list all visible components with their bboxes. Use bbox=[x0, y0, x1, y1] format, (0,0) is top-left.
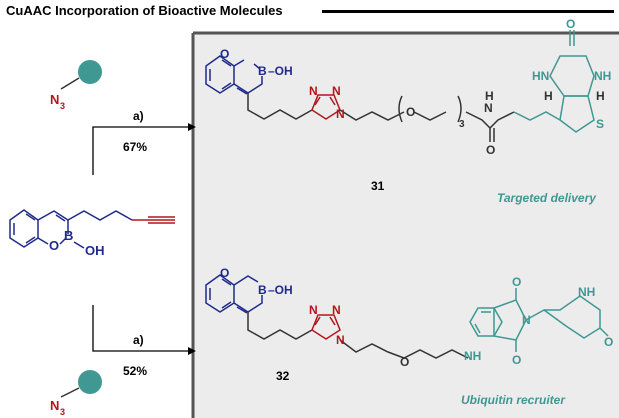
azide-reagent-top: N 3 bbox=[50, 60, 102, 111]
p32-imide-n: N bbox=[522, 313, 531, 327]
condition-top: a) bbox=[133, 109, 144, 123]
sm-o-label: O bbox=[49, 238, 59, 253]
p31-biotin-hn: HN bbox=[532, 69, 549, 83]
p32-nh: NH bbox=[464, 349, 481, 363]
p32-triazole-n1: N bbox=[309, 303, 318, 317]
product-32-structure bbox=[205, 274, 609, 359]
p31-triazole-n3: N bbox=[336, 107, 345, 121]
p31-biotin-h1: H bbox=[544, 89, 553, 103]
azide-reagent-bottom: N 3 bbox=[50, 370, 102, 417]
p32-triazole-n2: N bbox=[332, 303, 341, 317]
p31-boron-oh: –OH bbox=[268, 64, 293, 78]
yield-bottom: 52% bbox=[123, 364, 147, 378]
caption-targeted-delivery: Targeted delivery bbox=[497, 191, 597, 205]
p31-triazole-n1: N bbox=[309, 84, 318, 98]
p31-ring-o: O bbox=[220, 47, 229, 61]
p32-ring-o: O bbox=[220, 266, 229, 280]
alkyne-boracycle bbox=[9, 209, 175, 249]
product-31-structure bbox=[205, 30, 595, 142]
p32-boron-oh: –OH bbox=[268, 283, 293, 297]
p31-peg-repeat: 3 bbox=[459, 119, 465, 130]
p31-boron: B bbox=[258, 64, 267, 78]
p31-biotin-o: O bbox=[566, 17, 575, 31]
p31-biotin-s: S bbox=[596, 117, 604, 131]
product-panel bbox=[193, 33, 619, 418]
condition-bottom: a) bbox=[133, 333, 144, 347]
p31-peg-o: O bbox=[406, 105, 415, 119]
compound-31-label: 31 bbox=[371, 179, 385, 193]
compound-32-label: 32 bbox=[276, 369, 290, 383]
p31-biotin-h2: H bbox=[596, 89, 605, 103]
p32-boron: B bbox=[258, 283, 267, 297]
p31-amide-h: H bbox=[485, 89, 494, 103]
yield-top: 67% bbox=[123, 140, 147, 154]
title-rule bbox=[322, 10, 614, 13]
p32-glutarimide-nh: NH bbox=[578, 285, 595, 299]
figure-title: CuAAC Incorporation of Bioactive Molecul… bbox=[6, 3, 283, 18]
p31-triazole-n2: N bbox=[332, 84, 341, 98]
reaction-arrow-bottom: a) 52% bbox=[92, 305, 196, 378]
p32-imide-o1: O bbox=[512, 275, 521, 289]
p31-amide-n: N bbox=[484, 101, 493, 115]
sm-oh-label: OH bbox=[85, 243, 105, 258]
p31-amide-o: O bbox=[486, 143, 495, 157]
caption-ubiquitin-recruiter: Ubiquitin recruiter bbox=[461, 393, 566, 407]
p32-triazole-n3: N bbox=[336, 333, 345, 347]
azide-subscript-bottom: 3 bbox=[60, 407, 65, 417]
reaction-arrow-top: a) 67% bbox=[92, 109, 196, 175]
p32-imide-o2: O bbox=[512, 353, 521, 367]
azide-n-label: N bbox=[50, 92, 59, 107]
p32-glutarimide-o: O bbox=[604, 335, 613, 349]
p32-linker-o: O bbox=[400, 355, 409, 369]
azide-subscript: 3 bbox=[60, 101, 65, 111]
sm-b-label: B bbox=[64, 228, 73, 243]
p31-biotin-nh: NH bbox=[594, 69, 611, 83]
azide-n-label-bottom: N bbox=[50, 398, 59, 413]
